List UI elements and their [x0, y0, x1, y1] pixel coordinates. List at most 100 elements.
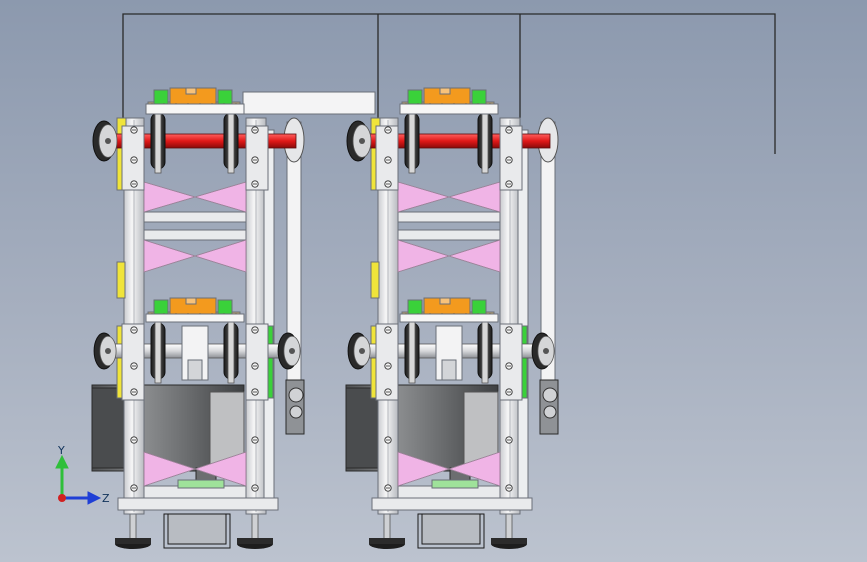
axis-y-label: Y [57, 444, 65, 457]
green-block [407, 89, 423, 105]
orange-notch [185, 297, 197, 305]
upper-guide-mount [145, 103, 245, 115]
green-block [471, 89, 487, 105]
lower-shaft-assembly [93, 297, 301, 492]
orange-notch [185, 87, 197, 95]
bearing-plate [245, 323, 269, 401]
x-brace [397, 451, 501, 487]
screw [130, 484, 138, 492]
roller-wheel [223, 108, 239, 174]
orange-notch [439, 297, 451, 305]
screw [505, 156, 513, 164]
end-pulley [92, 120, 118, 162]
green-block [471, 299, 487, 315]
screw [505, 484, 513, 492]
base-member [371, 497, 533, 511]
roller-wheel [404, 318, 420, 384]
bearing-plate [499, 323, 523, 401]
yellow-plate [370, 261, 380, 299]
screw [251, 326, 259, 334]
screw [251, 362, 259, 370]
screw [130, 126, 138, 134]
upper-shaft-assembly [92, 87, 297, 191]
screw [384, 326, 392, 334]
top-wire-frame [122, 13, 776, 154]
roller-wheel [477, 318, 493, 384]
screw [384, 436, 392, 444]
screw [384, 362, 392, 370]
yellow-plate [116, 261, 126, 299]
bearing-plate [121, 323, 145, 401]
screw [251, 126, 259, 134]
axis-triad[interactable]: Y Z [55, 444, 110, 505]
screw [130, 436, 138, 444]
green-block [407, 299, 423, 315]
leveling-foot [491, 507, 527, 549]
screw [505, 126, 513, 134]
leveling-foot [369, 507, 405, 549]
lower-shaft-assembly [347, 297, 555, 492]
screw [384, 180, 392, 188]
end-pulley [347, 332, 371, 370]
coupling [441, 359, 457, 381]
roller-wheel [404, 108, 420, 174]
end-pulley [93, 332, 117, 370]
screw [505, 326, 513, 334]
cross-member [143, 211, 247, 223]
screw [251, 388, 259, 396]
roller-wheel [150, 108, 166, 174]
screw [505, 362, 513, 370]
green-block [153, 89, 169, 105]
base-member [117, 497, 279, 511]
cross-member [397, 211, 501, 223]
green-block [217, 299, 233, 315]
screw [384, 484, 392, 492]
orange-notch [439, 87, 451, 95]
upper-shaft-assembly [346, 87, 551, 191]
screw [384, 156, 392, 164]
bearing-plate [375, 323, 399, 401]
cross-member [143, 229, 247, 241]
screw [505, 436, 513, 444]
x-brace [397, 181, 501, 213]
connector-bar [242, 91, 376, 115]
green-block [153, 299, 169, 315]
upper-guide-mount [399, 103, 499, 115]
end-pulley [277, 332, 301, 370]
green-pad [177, 479, 225, 489]
screw [384, 126, 392, 134]
screw [251, 156, 259, 164]
screw [505, 180, 513, 188]
screw [130, 156, 138, 164]
screw [130, 326, 138, 334]
right-unit [345, 87, 559, 549]
screw [505, 388, 513, 396]
left-unit [91, 87, 305, 549]
axis-z-label: Z [102, 492, 110, 505]
bottom-channel-inner [167, 513, 227, 545]
roller-wheel [223, 318, 239, 384]
green-pad [431, 479, 479, 489]
x-brace [397, 239, 501, 273]
screw [251, 180, 259, 188]
lower-guide-mount [145, 313, 245, 323]
bottom-channel-inner [421, 513, 481, 545]
green-block [217, 89, 233, 105]
screw [384, 388, 392, 396]
coupling [187, 359, 203, 381]
end-pulley [531, 332, 555, 370]
screw [130, 180, 138, 188]
leveling-foot [237, 507, 273, 549]
side-arm [265, 117, 305, 435]
side-arm [519, 117, 559, 435]
screw [251, 484, 259, 492]
drive-motor [345, 384, 499, 481]
cross-member [397, 229, 501, 241]
lower-guide-mount [399, 313, 499, 323]
x-brace [143, 181, 247, 213]
screw [251, 436, 259, 444]
roller-wheel [150, 318, 166, 384]
screw [130, 388, 138, 396]
